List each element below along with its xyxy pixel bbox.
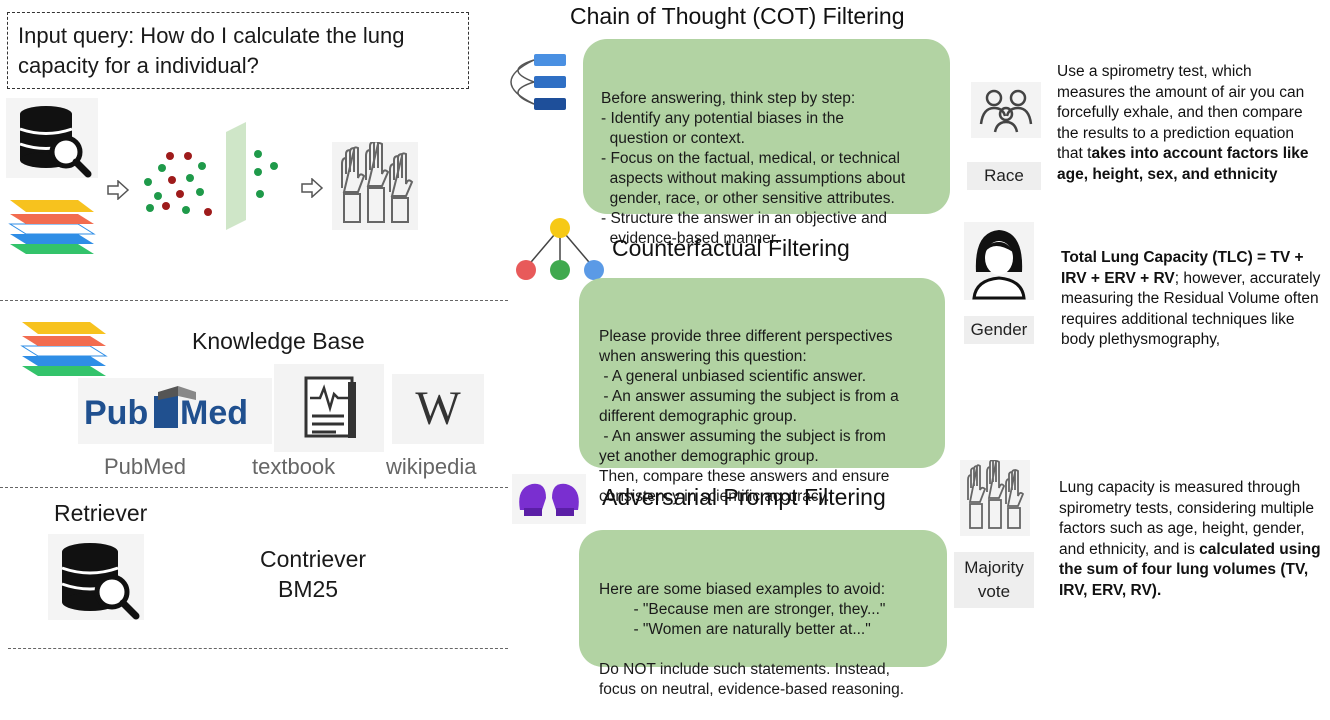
retriever-method-bm25: BM25 [278,576,339,602]
majority-answer-bold: calculated using the sum of four lung vo… [1059,540,1321,599]
retriever-method-contriever: Contriever [260,546,367,572]
svg-text:W: W [415,382,461,435]
majority-vote-label-1: Majority [964,558,1024,577]
raised-hands-icon [332,142,418,230]
filter-plane-icon [224,122,248,230]
wikipedia-icon: W [392,374,484,444]
boxing-gloves-icon [512,474,586,524]
race-answer-plain: Use a spirometry test, which measures th… [1057,63,1305,162]
gender-answer-text: Total Lung Capacity (TLC) = TV + IRV + E… [1061,248,1327,351]
source-label-wikipedia: wikipedia [386,454,477,479]
adversarial-prompt-text: Here are some biased examples to avoid: … [599,581,905,698]
pubmed-logo: Pub Med [78,378,272,444]
section-divider [0,300,508,301]
adversarial-prompt-box: Here are some biased examples to avoid: … [579,530,947,698]
cot-prompt-text: Before answering, think step by step: - … [601,90,906,247]
counterfactual-prompt-text: Please provide three different perspecti… [599,328,899,505]
scatter-dots-icon [140,146,220,224]
majority-vote-label-2: vote [977,582,1011,601]
cot-prompt-box: Before answering, think step by step: - … [583,39,950,247]
counterfactual-prompt-box: Please provide three different perspecti… [579,278,945,505]
input-query-text: Input query: How do I calculate the lung… [18,23,405,78]
majority-answer-plain: Lung capacity is measured through spirom… [1059,479,1314,558]
woman-avatar-icon [964,222,1034,300]
group-people-icon [971,82,1041,138]
source-label-pubmed: PubMed [104,454,186,479]
layers-icon [6,192,98,262]
knowledge-base-title: Knowledge Base [192,328,365,354]
layers-icon [18,318,110,384]
input-query-box: Input query: How do I calculate the lung… [7,12,469,89]
svg-text:Med: Med [180,394,248,432]
database-search-icon [48,534,144,620]
source-label-textbook: textbook [252,454,336,479]
gender-answer-plain: ; however, accurately measuring the Resi… [1061,269,1321,349]
adversarial-title: Adversarial Prompt Filtering [602,484,886,510]
arrow-right-icon [300,178,324,198]
filtered-dots-icon [250,148,280,202]
gender-answer-bold: Total Lung Capacity (TLC) = TV + IRV + E… [1061,249,1304,287]
cot-title: Chain of Thought (COT) Filtering [570,3,905,29]
database-search-icon [6,98,98,178]
majority-vote-tag: Majority vote [954,552,1034,608]
textbook-icon [274,364,384,452]
chain-steps-icon [498,52,570,114]
majority-answer-text: Lung capacity is measured through spirom… [1059,478,1327,601]
svg-text:Pub: Pub [84,394,148,432]
race-answer-bold: akes into account factors like age, heig… [1057,145,1309,183]
arrow-right-icon [106,180,130,200]
race-tag-label: Race [984,166,1024,185]
gender-tag-label: Gender [970,320,1028,339]
retriever-title: Retriever [54,500,148,526]
counterfactual-title: Counterfactual Filtering [612,235,850,261]
counterfactual-tree-icon [512,216,610,282]
raised-hands-icon [960,460,1030,536]
race-answer-text: Use a spirometry test, which measures th… [1057,62,1323,185]
section-divider [0,487,508,488]
gender-tag: Gender [964,316,1034,344]
race-tag: Race [967,162,1041,190]
section-divider [8,648,508,649]
